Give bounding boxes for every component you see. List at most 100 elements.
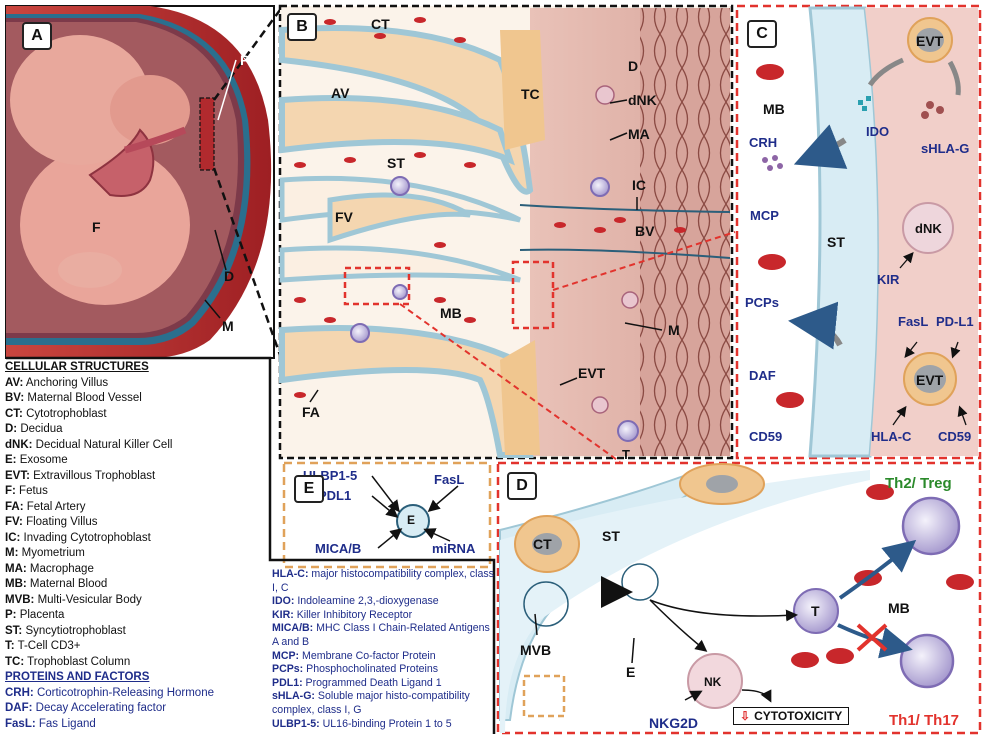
glossary-proteins-list-2: HLA-C: major histocompatibility complex,… <box>272 568 494 734</box>
glossary-entry: MB: Maternal Blood <box>5 577 267 593</box>
glossary-definition: Trophoblast Column <box>24 656 130 668</box>
glossary-definition: Decay Accelerating factor <box>32 702 166 714</box>
glossary-entry: CRH: Corticotrophin-Releasing Hormone <box>5 686 267 702</box>
label-dnk: dNK <box>628 92 657 108</box>
glossary-definition: Extravillous Trophoblast <box>30 470 155 482</box>
glossary-abbr: FA: <box>5 501 24 513</box>
glossary-entry: HLA-C: major histocompatibility complex,… <box>272 568 494 595</box>
glossary-abbr: CT: <box>5 408 23 420</box>
glossary-entry: FasL: Fas Ligand <box>5 717 267 733</box>
glossary-abbr: F: <box>5 485 16 497</box>
glossary-abbr: MA: <box>5 563 27 575</box>
glossary-definition: T-Cell CD3+ <box>15 640 81 652</box>
label-d-e: E <box>626 664 635 680</box>
glossary-definition: Maternal Blood <box>27 578 108 590</box>
label-fa: FA <box>302 404 320 420</box>
label-b-st: ST <box>387 155 405 171</box>
glossary-proteins-title: PROTEINS AND FACTORS <box>5 670 267 686</box>
label-bv: BV <box>635 223 654 239</box>
glossary-definition: Indoleamine 2,3,-dioxygenase <box>294 595 438 607</box>
glossary-entry: FV: Floating Villus <box>5 515 267 531</box>
glossary-cellular-title: CELLULAR STRUCTURES <box>5 360 267 376</box>
label-e-fasl: FasL <box>434 472 464 487</box>
glossary-entry: sHLA-G: Soluble major histo-compatibilit… <box>272 690 494 717</box>
glossary-definition: Multi-Vesicular Body <box>34 594 141 606</box>
label-fasl: FasL <box>898 314 928 329</box>
glossary-abbr: DAF: <box>5 702 32 714</box>
label-pcps: PCPs <box>745 295 779 310</box>
glossary-definition: Decidua <box>17 423 62 435</box>
glossary-definition: Syncytiotrophoblast <box>22 625 126 637</box>
glossary-abbr: P: <box>5 609 17 621</box>
glossary-entry: EVT: Extravillous Trophoblast <box>5 469 267 485</box>
label-ic: IC <box>632 177 646 193</box>
label-d-ct: CT <box>533 536 552 552</box>
glossary-abbr: D: <box>5 423 17 435</box>
glossary-abbr: MICA/B: <box>272 622 313 634</box>
glossary-abbr: E: <box>5 454 17 466</box>
label-fetus: F <box>92 219 101 235</box>
glossary-abbr: FV: <box>5 516 23 528</box>
glossary-abbr: TC: <box>5 656 24 668</box>
label-d-mb: MB <box>888 600 910 616</box>
glossary-abbr: T: <box>5 640 15 652</box>
label-c-st: ST <box>827 234 845 250</box>
label-e-exosome: E <box>407 513 415 527</box>
glossary-entry: E: Exosome <box>5 453 267 469</box>
glossary-entry: CT: Cytotrophoblast <box>5 407 267 423</box>
glossary-list: CELLULAR STRUCTURES AV: Anchoring Villus… <box>5 360 267 732</box>
label-b-t: T <box>622 447 630 462</box>
glossary-entry: dNK: Decidual Natural Killer Cell <box>5 438 267 454</box>
glossary-entry: IC: Invading Cytotrophoblast <box>5 531 267 547</box>
glossary-abbr: PDL1: <box>272 677 303 689</box>
label-th1-th17: Th1/ Th17 <box>889 712 959 729</box>
glossary-definition: Anchoring Villus <box>23 377 108 389</box>
label-crh: CRH <box>749 135 777 150</box>
glossary-entry: IDO: Indoleamine 2,3,-dioxygenase <box>272 595 494 609</box>
panel-label-d: D <box>507 472 537 500</box>
label-ct: CT <box>371 16 390 32</box>
glossary-abbr: M: <box>5 547 18 559</box>
glossary-entry: F: Fetus <box>5 484 267 500</box>
glossary-definition: Programmed Death Ligand 1 <box>303 677 442 689</box>
label-c-mb: MB <box>763 101 785 117</box>
label-b-mb: MB <box>440 305 462 321</box>
label-b-evt: EVT <box>578 365 605 381</box>
label-b-decidua: D <box>628 58 638 74</box>
glossary-definition: Membrane Co-factor Protein <box>299 650 436 662</box>
glossary-entry: T: T-Cell CD3+ <box>5 639 267 655</box>
glossary-definition: Killer Inhibitory Receptor <box>294 609 412 621</box>
glossary-definition: Decidual Natural Killer Cell <box>32 439 172 451</box>
glossary-definition: Myometrium <box>18 547 84 559</box>
glossary-entry: FA: Fetal Artery <box>5 500 267 516</box>
glossary-entry: DAF: Decay Accelerating factor <box>5 701 267 717</box>
label-nkg2d: NKG2D <box>649 715 698 731</box>
glossary-abbr: HLA-C: <box>272 568 308 580</box>
glossary-definition: UL16-binding Protein 1 to 5 <box>320 718 452 730</box>
glossary-entry: TC: Trophoblast Column <box>5 655 267 671</box>
panel-label-e: E <box>294 475 324 503</box>
glossary-entry: MCP: Membrane Co-factor Protein <box>272 650 494 664</box>
label-placenta: P <box>240 52 249 68</box>
glossary-abbr: IC: <box>5 532 20 544</box>
glossary-abbr: EVT: <box>5 470 30 482</box>
label-ma: MA <box>628 126 650 142</box>
glossary-entry: M: Myometrium <box>5 546 267 562</box>
label-decidua: D <box>224 268 234 284</box>
glossary-definition: Exosome <box>17 454 68 466</box>
glossary-abbr: KIR: <box>272 609 294 621</box>
panel-label-b: B <box>287 13 317 41</box>
glossary-definition: Corticotrophin-Releasing Hormone <box>34 687 214 699</box>
glossary-abbr: dNK: <box>5 439 32 451</box>
label-mcp: MCP <box>750 208 779 223</box>
label-c-dnk: dNK <box>915 221 942 236</box>
label-nk: NK <box>704 675 721 689</box>
glossary-definition: Maternal Blood Vessel <box>24 392 142 404</box>
label-cd59-left: CD59 <box>749 429 782 444</box>
glossary-abbr: MB: <box>5 578 27 590</box>
glossary-entry: AV: Anchoring Villus <box>5 376 267 392</box>
glossary-abbr: ULBP1-5: <box>272 718 320 730</box>
label-hlac: HLA-C <box>871 429 911 444</box>
panel-label-c: C <box>747 20 777 48</box>
